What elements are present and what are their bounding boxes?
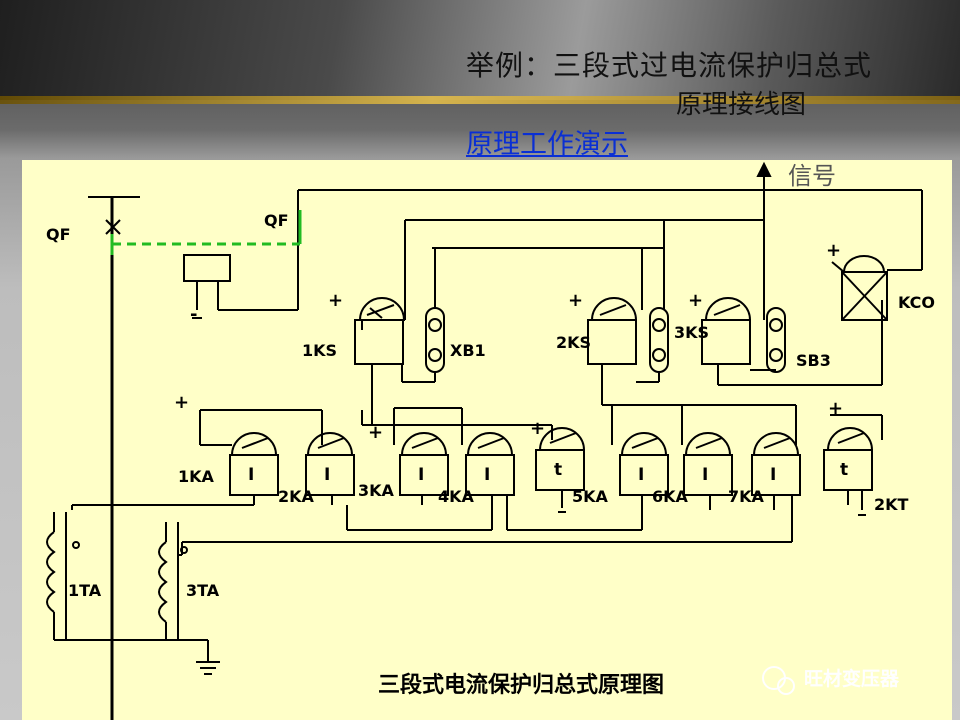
relay-symbol: t xyxy=(554,460,562,480)
plus-mark: + xyxy=(328,290,343,311)
label-3ka: 3KA xyxy=(358,481,395,500)
label-1ka: 1KA xyxy=(178,467,215,486)
label-6ka: 6KA xyxy=(652,487,689,506)
plus-mark: + xyxy=(174,392,189,413)
label-4ka: 4KA xyxy=(438,487,475,506)
label-3ks: 3KS xyxy=(674,323,709,342)
diagram-caption: 三段式电流保护归总式原理图 xyxy=(378,672,664,698)
minus-mark: - xyxy=(190,304,197,325)
plus-mark: + xyxy=(530,418,545,439)
label-3ta: 3TA xyxy=(186,581,220,600)
header-accent-line xyxy=(0,96,960,104)
label-1ta: 1TA xyxy=(68,581,102,600)
label-7ka: 7KA xyxy=(728,487,765,506)
demo-link[interactable]: 原理工作演示 xyxy=(466,129,628,160)
relay-symbol: I xyxy=(702,465,708,485)
relay-symbol: I xyxy=(484,465,490,485)
circuit-svg: + + + + + + + + - I I I I t I I I t QF Q… xyxy=(46,161,935,720)
relay-symbol: I xyxy=(248,465,254,485)
relay-symbol: I xyxy=(638,465,644,485)
label-qf-left: QF xyxy=(46,225,71,244)
circuit-diagram: + + + + + + + + - I I I I t I I I t QF Q… xyxy=(22,160,952,720)
label-signal: 信号 xyxy=(788,162,836,190)
plus-mark: + xyxy=(688,290,703,311)
label-kco: KCO xyxy=(898,293,935,312)
label-sb3: SB3 xyxy=(796,351,831,370)
header-band xyxy=(0,0,960,100)
plus-mark: + xyxy=(828,398,843,419)
watermark: 旺材变压器 xyxy=(762,666,900,695)
watermark-text: 旺材变压器 xyxy=(804,667,900,690)
breaker-link xyxy=(110,210,302,255)
wechat-icon-inner xyxy=(777,677,795,695)
label-5ka: 5KA xyxy=(572,487,609,506)
label-2ks: 2KS xyxy=(556,333,591,352)
relay-symbol: I xyxy=(324,465,330,485)
relay-symbol: I xyxy=(770,465,776,485)
label-1ks: 1KS xyxy=(302,341,337,360)
slide-title: 举例：三段式过电流保护归总式 xyxy=(466,49,873,82)
slide-subtitle: 原理接线图 xyxy=(676,90,807,120)
plus-mark: + xyxy=(368,422,383,443)
label-qf-right: QF xyxy=(264,211,289,230)
label-2kt: 2KT xyxy=(874,495,909,514)
wechat-icon xyxy=(762,666,786,690)
relay-symbol: t xyxy=(840,460,848,480)
relay-symbol: I xyxy=(418,465,424,485)
label-2ka: 2KA xyxy=(278,487,315,506)
plus-mark: + xyxy=(568,290,583,311)
plus-mark: + xyxy=(826,240,841,261)
label-xb1: XB1 xyxy=(450,341,486,360)
